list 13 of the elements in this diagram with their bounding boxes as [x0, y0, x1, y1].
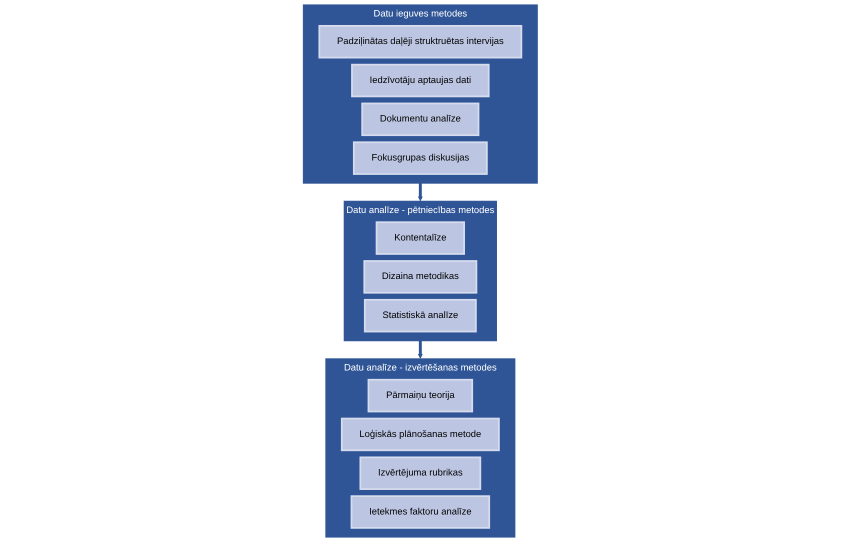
node-box: Iedzīvotāju aptaujas dati	[351, 64, 490, 98]
node-box: Padziļinātas daļēji struktruētas intervijas	[318, 24, 522, 58]
node-box: Ietekmes faktoru analīze	[350, 495, 490, 529]
node-box: Kontentalīze	[376, 221, 466, 255]
node-box: Izvērtējuma rubrikas	[360, 456, 482, 490]
arrow	[418, 183, 424, 202]
node-box: Dizaina metodikas	[364, 260, 478, 294]
node-box: Loģiskās plānošanas metode	[341, 418, 500, 452]
node-box: Statistiskā analīze	[364, 298, 477, 332]
node-box: Pārmaiņu teorija	[368, 378, 474, 412]
arrow	[418, 340, 424, 359]
node-box: Fokusgrupas diskusijas	[353, 141, 488, 175]
node-box: Dokumentu analīze	[361, 102, 480, 136]
